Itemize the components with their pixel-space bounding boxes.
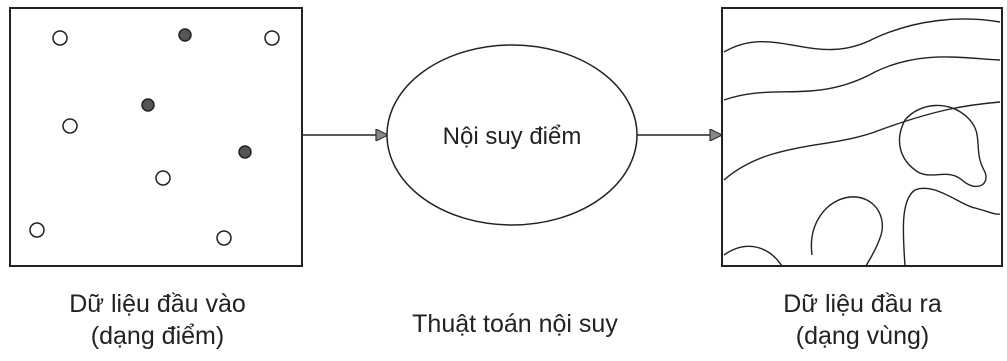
process-caption: Thuật toán nội suy bbox=[360, 308, 670, 340]
input-points bbox=[29, 28, 280, 246]
hollow-point bbox=[155, 170, 171, 186]
process-caption-title: Thuật toán nội suy bbox=[412, 310, 618, 338]
hollow-point bbox=[52, 30, 68, 46]
output-data-box bbox=[721, 7, 1003, 267]
filled-point bbox=[238, 145, 252, 159]
contour-line bbox=[723, 56, 1001, 101]
contour-line bbox=[723, 101, 1001, 181]
contour-line bbox=[723, 245, 783, 267]
contour-line bbox=[902, 187, 1001, 267]
output-caption-subtitle: (dạng vùng) bbox=[795, 322, 930, 350]
hollow-point bbox=[264, 30, 280, 46]
filled-point bbox=[178, 28, 192, 42]
input-data-box bbox=[9, 7, 303, 267]
output-contours bbox=[723, 18, 1001, 267]
process-label: Nội suy điểm bbox=[443, 123, 582, 150]
contour-closed-region bbox=[810, 196, 884, 267]
hollow-point bbox=[29, 222, 45, 238]
input-caption-subtitle: (dạng điểm) bbox=[90, 322, 225, 350]
input-caption: Dữ liệu đầu vào (dạng điểm) bbox=[10, 288, 305, 352]
contour-line bbox=[723, 18, 1001, 53]
contour-closed-region bbox=[898, 104, 987, 188]
output-caption: Dữ liệu đầu ra (dạng vùng) bbox=[720, 288, 1005, 352]
input-caption-title: Dữ liệu đầu vào bbox=[69, 290, 246, 318]
hollow-point bbox=[216, 230, 232, 246]
output-caption-title: Dữ liệu đầu ra bbox=[783, 290, 942, 318]
filled-point bbox=[141, 98, 155, 112]
hollow-point bbox=[62, 118, 78, 134]
